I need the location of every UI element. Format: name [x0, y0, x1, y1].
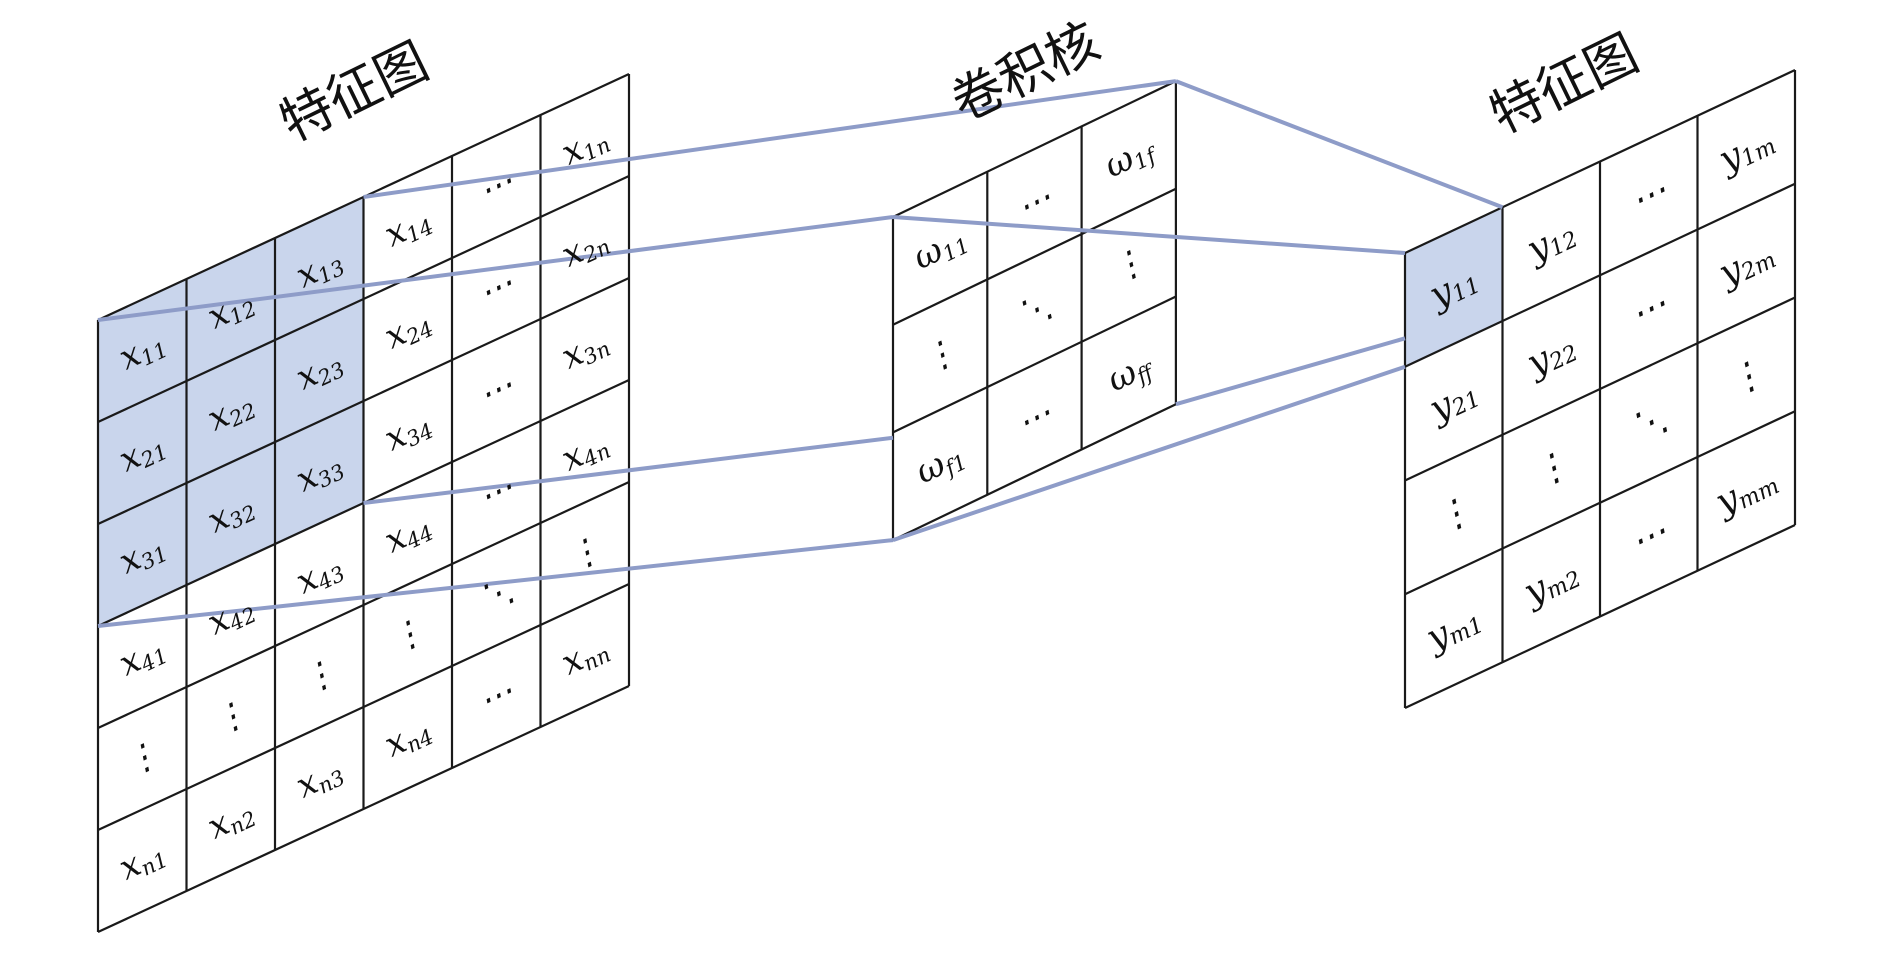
input-cell-label: x41: [113, 629, 172, 685]
input-highlight-cell: [98, 483, 187, 626]
connector-lines: [97, 79, 1504, 628]
input-cell-label: x44: [379, 506, 438, 562]
kernel-cell-label: ω1f: [1098, 128, 1162, 187]
input-cell-label: xnn: [555, 628, 614, 684]
input-cell-label: ⋮: [384, 610, 432, 661]
kernel-cell-label: ⋮: [916, 331, 964, 382]
input-cell-label: x42: [202, 588, 261, 644]
input-cell-label: xn3: [290, 751, 349, 807]
input-cell-label: x3n: [555, 322, 614, 378]
grid-lines: [96, 69, 1797, 933]
kernel-row-line: [892, 80, 1177, 218]
input-highlight-cell: [98, 279, 187, 422]
input-highlight-cell: [275, 197, 364, 340]
input-feature-map-title: 特征图: [271, 32, 438, 154]
output-cell-label: ym1: [1418, 598, 1488, 660]
kernel-cell-label: ωf1: [909, 435, 970, 492]
input-cell-label: ⋮: [118, 733, 166, 784]
output-cell-label: ymm: [1707, 459, 1783, 524]
kernel-cell-label: ωff: [1101, 344, 1160, 400]
input-cell-label: x24: [379, 302, 438, 358]
output-cell-label: y22: [1519, 326, 1582, 385]
input-cell-label: x2n: [555, 220, 614, 276]
input-cell-label: x1n: [555, 118, 614, 174]
kernel-cell-label: ⋯: [1011, 178, 1059, 229]
input-highlight-cell: [186, 238, 275, 381]
kernel-cell-label: ⋱: [1011, 285, 1059, 336]
output-cell-label: ⋮: [1526, 443, 1576, 495]
kernel-cell-label: ⋯: [1011, 393, 1059, 444]
connector-line: [892, 215, 1406, 255]
input-highlight-cell: [275, 299, 364, 442]
connector-line: [363, 435, 894, 505]
kernel-title: 卷积核: [942, 12, 1109, 134]
input-cell-label: ⋮: [295, 651, 343, 702]
kernel-row-line: [892, 187, 1177, 326]
kernel-row-line: [892, 295, 1177, 434]
input-highlight-cell: [186, 442, 275, 585]
input-cell-label: ⋯: [472, 467, 520, 518]
input-cell-label: xn4: [378, 710, 437, 766]
output-cell-label: y1m: [1711, 119, 1781, 181]
input-cell-label: ⋯: [472, 365, 520, 416]
input-highlight-cell: [98, 381, 187, 524]
output-cell-label: y21: [1421, 372, 1484, 431]
connector-line: [97, 538, 894, 628]
input-cell-label: xn2: [201, 792, 260, 848]
highlight-fills: [98, 197, 1503, 626]
kernel-cell-label: ω11: [907, 218, 974, 278]
input-highlight-cell: [186, 340, 275, 483]
input-cell-label: x14: [379, 200, 438, 256]
connector-line: [97, 215, 894, 322]
output-cell-label: ⋯: [1624, 169, 1674, 221]
output-cell-label: ⋱: [1624, 397, 1674, 449]
kernel-cell-label: ⋮: [1105, 240, 1153, 291]
input-cell-label: ⋱: [472, 569, 520, 620]
input-cell-label: x34: [379, 404, 438, 460]
output-cell-label: ⋮: [1721, 351, 1771, 403]
input-cell-label: xn1: [113, 833, 172, 889]
connector-line: [1175, 79, 1504, 210]
input-cell-label: x43: [290, 547, 349, 603]
kernel-row-line: [892, 403, 1177, 542]
connector-line: [892, 364, 1406, 542]
output-highlight-cell: [1405, 207, 1503, 367]
input-cell-label: ⋮: [207, 692, 255, 743]
input-highlight-cell: [275, 401, 364, 544]
output-cell-label: ⋯: [1624, 283, 1674, 335]
output-cell-label: ⋯: [1624, 511, 1674, 563]
input-cell-label: ⋯: [472, 161, 520, 212]
connector-line: [1175, 336, 1406, 407]
output-cell-label: y2m: [1711, 233, 1781, 295]
input-cell-label: ⋯: [472, 671, 520, 722]
output-cell-label: ym2: [1516, 552, 1586, 614]
input-cell-label: x4n: [555, 424, 614, 480]
connector-line: [363, 79, 1177, 199]
output-feature-map-title: 特征图: [1481, 24, 1648, 146]
output-cell-label: ⋮: [1429, 488, 1479, 540]
output-cell-label: y12: [1519, 212, 1582, 271]
